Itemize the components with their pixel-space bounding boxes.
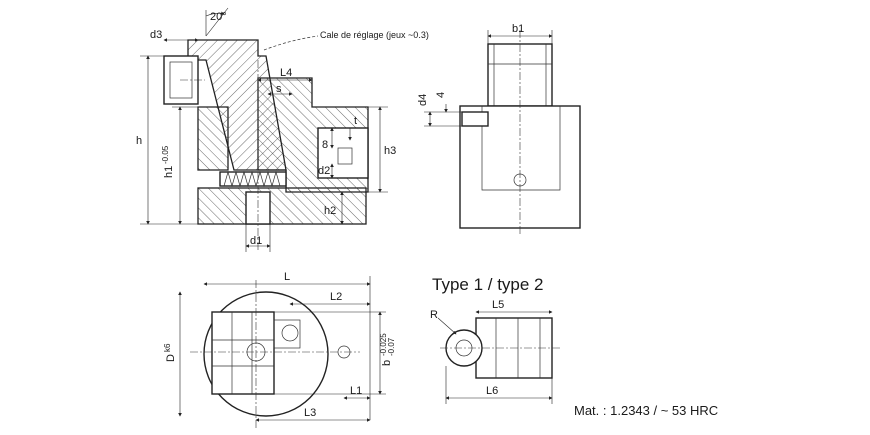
type-view [437, 310, 560, 404]
shim-step [317, 127, 369, 179]
label-D-tol: k6 [163, 343, 172, 352]
label-L5: L5 [492, 299, 504, 311]
label-b-tol-bot: -0.07 [387, 337, 396, 356]
label-L3: L3 [304, 407, 316, 419]
label-b1: b1 [512, 23, 524, 35]
label-dim-4: 4 [435, 92, 447, 98]
label-t: t [354, 115, 357, 127]
label-h1-tol: -0.05 [161, 145, 170, 164]
spring [219, 170, 287, 188]
side-view [424, 30, 581, 236]
label-s: s [276, 83, 282, 95]
label-dim-8: 8 [322, 139, 328, 151]
label-L2: L2 [330, 291, 342, 303]
label-R: R [430, 309, 438, 321]
label-h: h [136, 135, 142, 147]
label-shim-note: Cale de réglage (jeux ~0.3) [320, 30, 429, 40]
top-slider [211, 311, 275, 395]
side-pin [461, 111, 489, 127]
front-section-view [140, 7, 388, 252]
label-d2: d2 [318, 165, 330, 177]
label-d4: d4 [417, 94, 429, 106]
label-d3: d3 [150, 29, 162, 41]
top-view [178, 276, 386, 428]
material-note: Mat. : 1.2343 / ~ 53 HRC [574, 403, 718, 418]
label-b-tol-top: -0.025 [379, 333, 388, 356]
label-h1: h1 [163, 166, 175, 178]
label-L4: L4 [280, 67, 292, 79]
label-L: L [284, 271, 290, 283]
label-angle: 20° [210, 11, 227, 23]
label-h2: h2 [324, 205, 336, 217]
label-D: D [165, 354, 177, 362]
label-L1: L1 [350, 385, 362, 397]
label-L6: L6 [486, 385, 498, 397]
type-title: Type 1 / type 2 [432, 275, 544, 294]
label-h3: h3 [384, 145, 396, 157]
base-plate [197, 187, 367, 225]
label-b: b [381, 360, 393, 366]
label-d1: d1 [250, 235, 262, 247]
